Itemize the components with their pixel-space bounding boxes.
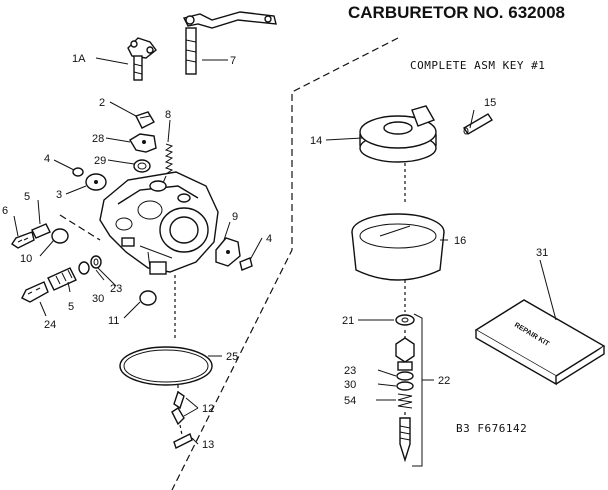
choke-plate: [129, 133, 157, 153]
callout-3: 3: [56, 189, 62, 201]
callout-5-upper: 5: [24, 191, 30, 203]
callout-10: 10: [20, 253, 32, 265]
callout-31: 31: [536, 247, 548, 259]
callout-4-left: 4: [44, 153, 50, 165]
callout-8: 8: [165, 109, 171, 121]
spring-8: [164, 143, 174, 177]
seal-29: [133, 159, 151, 173]
callout-1a: 1A: [72, 53, 86, 65]
callout-11: 11: [108, 315, 119, 327]
callout-16: 16: [454, 235, 466, 247]
float: [359, 105, 437, 163]
welch-plug: [51, 228, 69, 244]
callout-22: 22: [438, 375, 450, 387]
assembly-key-note: COMPLETE ASM KEY #1: [410, 59, 545, 72]
inlet-needle-12: [171, 390, 185, 426]
callout-30-right: 30: [344, 379, 356, 391]
callout-29: 29: [94, 155, 106, 167]
bowl-nut-assembly: [395, 313, 423, 467]
callout-7: 7: [230, 55, 236, 67]
leader-lines: [13, 57, 557, 445]
carburetor-body: [99, 171, 219, 275]
welch-plug-11: [139, 290, 157, 306]
callout-12: 12: [202, 403, 214, 415]
screw-4-right: [239, 257, 253, 271]
callout-6: 6: [2, 205, 8, 217]
assembly-guide-lines: [59, 37, 406, 490]
callout-labels: 1A 7 2 8 28 29 4 3 5 6 10 9 4 23 30 5 24…: [2, 53, 548, 451]
bowl-gasket: [119, 346, 213, 386]
callout-13: 13: [202, 439, 214, 451]
figure-code: B3 F676142: [456, 422, 527, 435]
idle-needle-assembly: [11, 223, 51, 249]
callout-15: 15: [484, 97, 496, 109]
callout-23-left: 23: [110, 283, 122, 295]
callout-25: 25: [226, 351, 238, 363]
callout-24: 24: [44, 319, 56, 331]
float-bowl: [351, 213, 445, 281]
main-needle-assembly: [21, 255, 102, 303]
dust-seal-4-left: [72, 167, 84, 177]
callout-14: 14: [310, 135, 322, 147]
callout-5-lower: 5: [68, 301, 74, 313]
float-pin-15: [463, 113, 493, 135]
repair-kit-box: REPAIR KIT: [474, 299, 606, 386]
callout-28: 28: [92, 133, 104, 145]
throttle-plate: [215, 237, 241, 267]
callout-2: 2: [99, 97, 105, 109]
throttle-shaft-lever: [182, 11, 277, 75]
callout-4-right: 4: [266, 233, 272, 245]
diagram-title: CARBURETOR NO. 632008: [348, 3, 565, 22]
callout-54: 54: [344, 395, 356, 407]
choke-lever: [127, 37, 157, 81]
callout-23-right: 23: [344, 365, 356, 377]
plate-3: [85, 173, 107, 191]
float-pin: [173, 433, 193, 449]
callout-21: 21: [342, 315, 354, 327]
callout-9: 9: [232, 211, 238, 223]
callout-30-left: 30: [92, 293, 104, 305]
screw-2: [135, 111, 155, 129]
